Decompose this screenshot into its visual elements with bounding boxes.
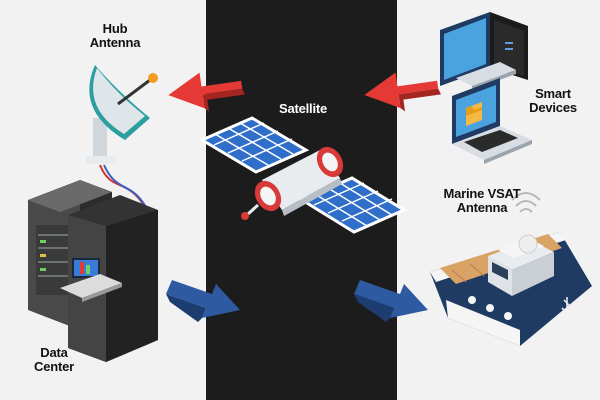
uplink-arrow-right xyxy=(364,72,442,112)
satellite-label: Satellite xyxy=(268,102,338,116)
laptop-icon xyxy=(452,78,532,164)
marine-vsat-label: Marine VSAT Antenna xyxy=(432,187,532,215)
smart-devices-label-line2: Devices xyxy=(529,100,577,115)
server-rack-icon xyxy=(28,180,158,362)
desktop-computer-icon xyxy=(440,12,528,90)
marine-vsat-label-line2: Antenna xyxy=(456,200,508,215)
data-center-label-line1: Data xyxy=(40,345,68,360)
smart-devices-label: Smart Devices xyxy=(520,87,586,115)
uplink-arrow-left xyxy=(168,72,246,112)
satellite-icon xyxy=(198,116,408,234)
hub-antenna-label-line1: Hub xyxy=(102,21,128,36)
dish-antenna-icon xyxy=(86,65,158,231)
downlink-arrow-left xyxy=(166,280,240,322)
smart-devices-label-line1: Smart xyxy=(535,86,571,101)
marine-vsat-label-line1: Marine VSAT xyxy=(443,186,521,201)
data-center-label-line2: Center xyxy=(34,359,74,374)
downlink-arrow-right xyxy=(354,280,428,322)
hub-antenna-label: Hub Antenna xyxy=(80,22,150,50)
hub-antenna-label-line2: Antenna xyxy=(89,35,141,50)
wifi-signal-icon xyxy=(511,192,541,213)
ship-icon xyxy=(430,232,592,346)
satellite-label-text: Satellite xyxy=(278,101,328,116)
data-center-label: Data Center xyxy=(22,346,86,374)
